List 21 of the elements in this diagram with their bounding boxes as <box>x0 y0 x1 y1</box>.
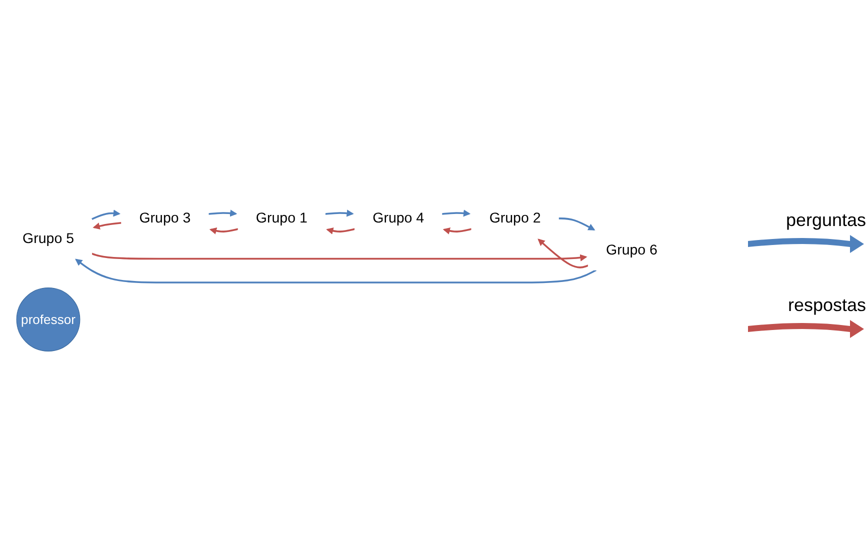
arrow <box>75 258 596 283</box>
arrow <box>91 209 120 220</box>
arrow <box>326 227 356 234</box>
legend-label: perguntas <box>786 210 866 230</box>
arrow <box>92 221 122 230</box>
node-text: Grupo 6 <box>606 242 658 258</box>
arrow <box>442 227 472 234</box>
arrow <box>325 209 354 216</box>
arrow <box>538 238 588 268</box>
node-text: Grupo 2 <box>489 210 541 226</box>
node-text: Grupo 5 <box>22 230 74 246</box>
node-text: Grupo 3 <box>139 210 191 226</box>
arrow <box>208 209 238 216</box>
arrow <box>209 227 238 234</box>
node-text: Grupo 4 <box>372 210 424 226</box>
node-circle: professor <box>16 287 80 351</box>
legend-label: respostas <box>788 294 866 316</box>
arrow <box>92 252 588 261</box>
arrow <box>442 209 471 216</box>
arrow <box>558 217 596 230</box>
node-text: Grupo 1 <box>256 210 308 226</box>
